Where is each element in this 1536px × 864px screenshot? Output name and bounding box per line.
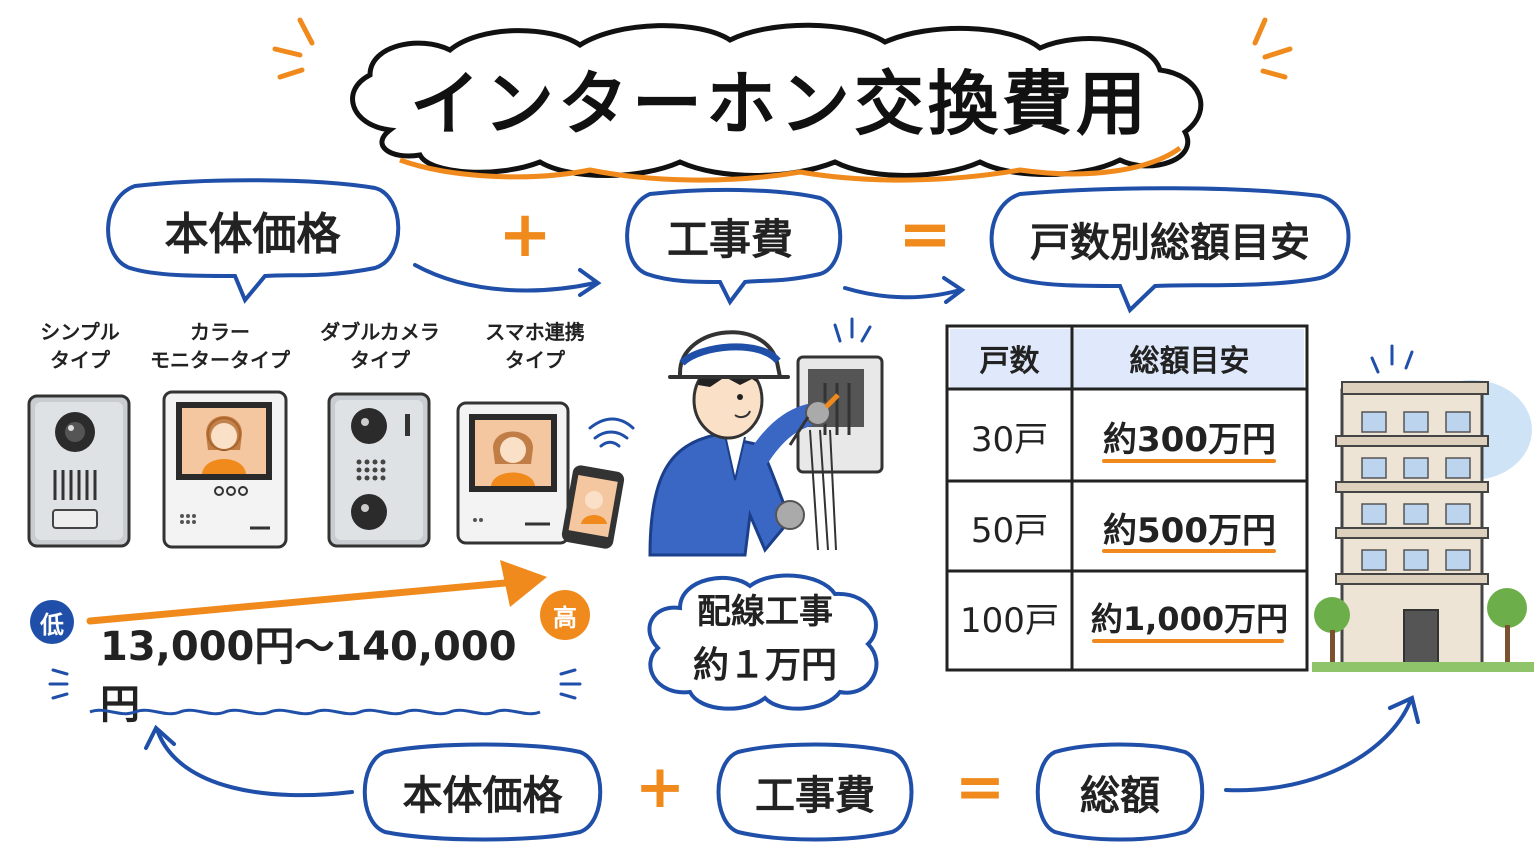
table-cell-units: 100戸 [960, 600, 1059, 641]
formula-item-construction: 工事費 [666, 214, 793, 264]
device-label-line1: カラー [190, 320, 250, 344]
table-cell-total: 約300万円 [1103, 419, 1276, 460]
arrow-to-total-icon [843, 276, 966, 304]
smartphone-monitor-icon [456, 401, 635, 549]
table-header-total: 総額目安 [1129, 343, 1250, 379]
price-trend-arrow-icon [86, 560, 547, 625]
plus-sign: + [498, 198, 552, 272]
estimate-table-frame [945, 324, 1309, 672]
device-label-double-camera: ダブルカメラ タイプ [310, 318, 450, 374]
arrow-to-construction-icon [413, 263, 602, 297]
bubble-total-estimate [989, 186, 1351, 314]
device-label-color-monitor: カラー モニタータイプ [150, 318, 290, 374]
table-cell-units: 50戸 [970, 510, 1049, 551]
arrow-to-building-icon [1224, 695, 1420, 793]
bottom-item-body-price: 本体価格 [402, 773, 563, 819]
device-label-line1: スマホ連携 [485, 320, 585, 344]
device-label-line1: ダブルカメラ [320, 320, 440, 344]
table-cell-units: 30戸 [970, 419, 1049, 460]
price-range-decoration-icon [48, 668, 582, 716]
bottom-bubble-body-price [362, 742, 603, 842]
arrow-to-price-range-icon [144, 724, 354, 798]
title-cloud [350, 22, 1204, 183]
device-label-line2: タイプ [50, 348, 110, 372]
bottom-equals-sign: = [954, 752, 1006, 822]
device-label-simple: シンプル タイプ [20, 318, 140, 374]
formula-item-total-estimate: 戸数別総額目安 [1030, 220, 1310, 266]
worker-illustration-icon [648, 317, 884, 557]
device-label-line1: シンプル [40, 320, 120, 344]
formula-item-body-price: 本体価格 [164, 209, 341, 260]
wiring-cloud [647, 573, 879, 711]
high-badge: 高 [540, 590, 590, 640]
sparkle-left-icon [272, 17, 315, 80]
wiring-label: 配線工事 [697, 591, 833, 632]
device-label-smartphone: スマホ連携 タイプ [460, 318, 610, 374]
device-label-line2: タイプ [505, 348, 565, 372]
wiring-cost: 約１万円 [692, 645, 837, 686]
color-monitor-icon [162, 390, 288, 549]
device-label-line2: タイプ [350, 348, 410, 372]
bubble-construction [625, 187, 843, 306]
sparkle-right-icon [1252, 17, 1293, 80]
apartment-building-icon [1312, 344, 1534, 672]
equals-sign: = [898, 198, 952, 272]
table-cell-total: 約500万円 [1103, 510, 1276, 551]
bottom-item-total: 総額 [1080, 773, 1160, 819]
simple-doorbell-icon [27, 394, 131, 548]
double-camera-icon [327, 392, 431, 548]
low-badge: 低 [30, 600, 74, 644]
bottom-bubble-total [1035, 742, 1205, 842]
bottom-plus-sign: + [634, 752, 686, 822]
bottom-item-construction: 工事費 [755, 773, 875, 819]
page-title: インターホン交換費用 [410, 62, 1150, 145]
device-label-line2: モニタータイプ [150, 348, 290, 372]
table-header-units: 戸数 [979, 343, 1040, 379]
bubble-body-price [106, 178, 401, 304]
table-cell-total: 約1,000万円 [1090, 600, 1289, 638]
bottom-bubble-construction [716, 742, 914, 842]
